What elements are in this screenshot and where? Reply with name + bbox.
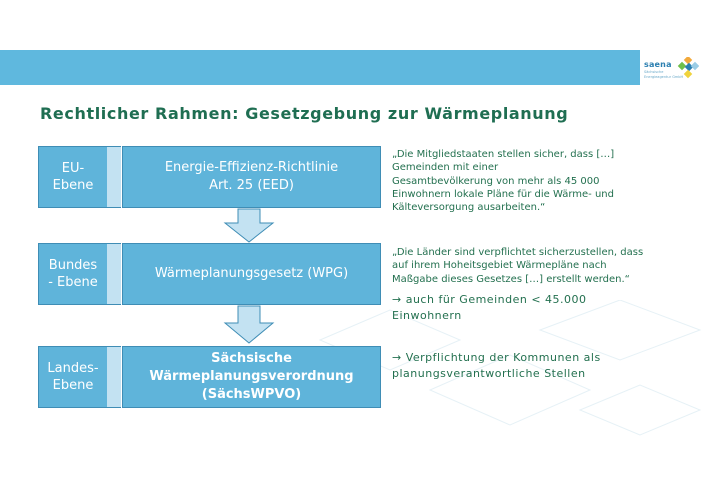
- level-bund-label: Bundes - Ebene: [38, 243, 108, 305]
- level-bund-content: Wärmeplanungsgesetz (WPG): [122, 243, 381, 305]
- level-eu: EU- Ebene Energie-Effizienz-Richtlinie A…: [38, 146, 381, 208]
- saena-logo: saena Sächsische Energieagentur GmbH: [644, 55, 700, 85]
- header-banner: [0, 50, 640, 85]
- level-bund: Bundes - Ebene Wärmeplanungsgesetz (WPG): [38, 243, 381, 305]
- saena-logo-icon: [677, 57, 699, 79]
- down-arrow-icon: [223, 208, 275, 243]
- level-eu-stripe: [107, 146, 121, 208]
- quote-eed: „Die Mitgliedstaaten stellen sicher, das…: [392, 149, 615, 214]
- level-land-label-text: Landes- Ebene: [47, 361, 99, 393]
- quote-wpg: „Die Länder sind verpflichtet sicherzust…: [392, 247, 644, 285]
- level-eu-label-text: EU- Ebene: [52, 161, 94, 193]
- level-land-stripe: [107, 346, 121, 408]
- logo-tagline-1: Sächsische: [644, 70, 664, 74]
- level-bund-stripe: [107, 243, 121, 305]
- logo-wordmark: saena: [644, 60, 672, 69]
- level-eu-label: EU- Ebene: [38, 146, 108, 208]
- logo-tagline-2: Energieagentur GmbH: [644, 75, 684, 79]
- level-eu-content: Energie-Effizienz-Richtlinie Art. 25 (EE…: [122, 146, 381, 208]
- level-land-content-text: Sächsische Wärmeplanungsverordnung (Säch…: [149, 351, 354, 402]
- level-land: Landes- Ebene Sächsische Wärmeplanungsve…: [38, 346, 381, 408]
- level-bund-content-text: Wärmeplanungsgesetz (WPG): [154, 266, 349, 281]
- level-land-label: Landes- Ebene: [38, 346, 108, 408]
- note-wpg: → auch für Gemeinden < 45.000 Einwohnern: [392, 293, 587, 322]
- slide-title: Rechtlicher Rahmen: Gesetzgebung zur Wär…: [40, 104, 569, 123]
- note-saechswpvo: → Verpflichtung der Kommunen als planung…: [392, 351, 601, 380]
- background-pattern: [318, 300, 702, 436]
- down-arrow-icon: [223, 305, 275, 344]
- level-eu-content-text: Energie-Effizienz-Richtlinie Art. 25 (EE…: [164, 160, 339, 193]
- level-land-content: Sächsische Wärmeplanungsverordnung (Säch…: [122, 346, 381, 408]
- level-bund-label-text: Bundes - Ebene: [48, 258, 98, 290]
